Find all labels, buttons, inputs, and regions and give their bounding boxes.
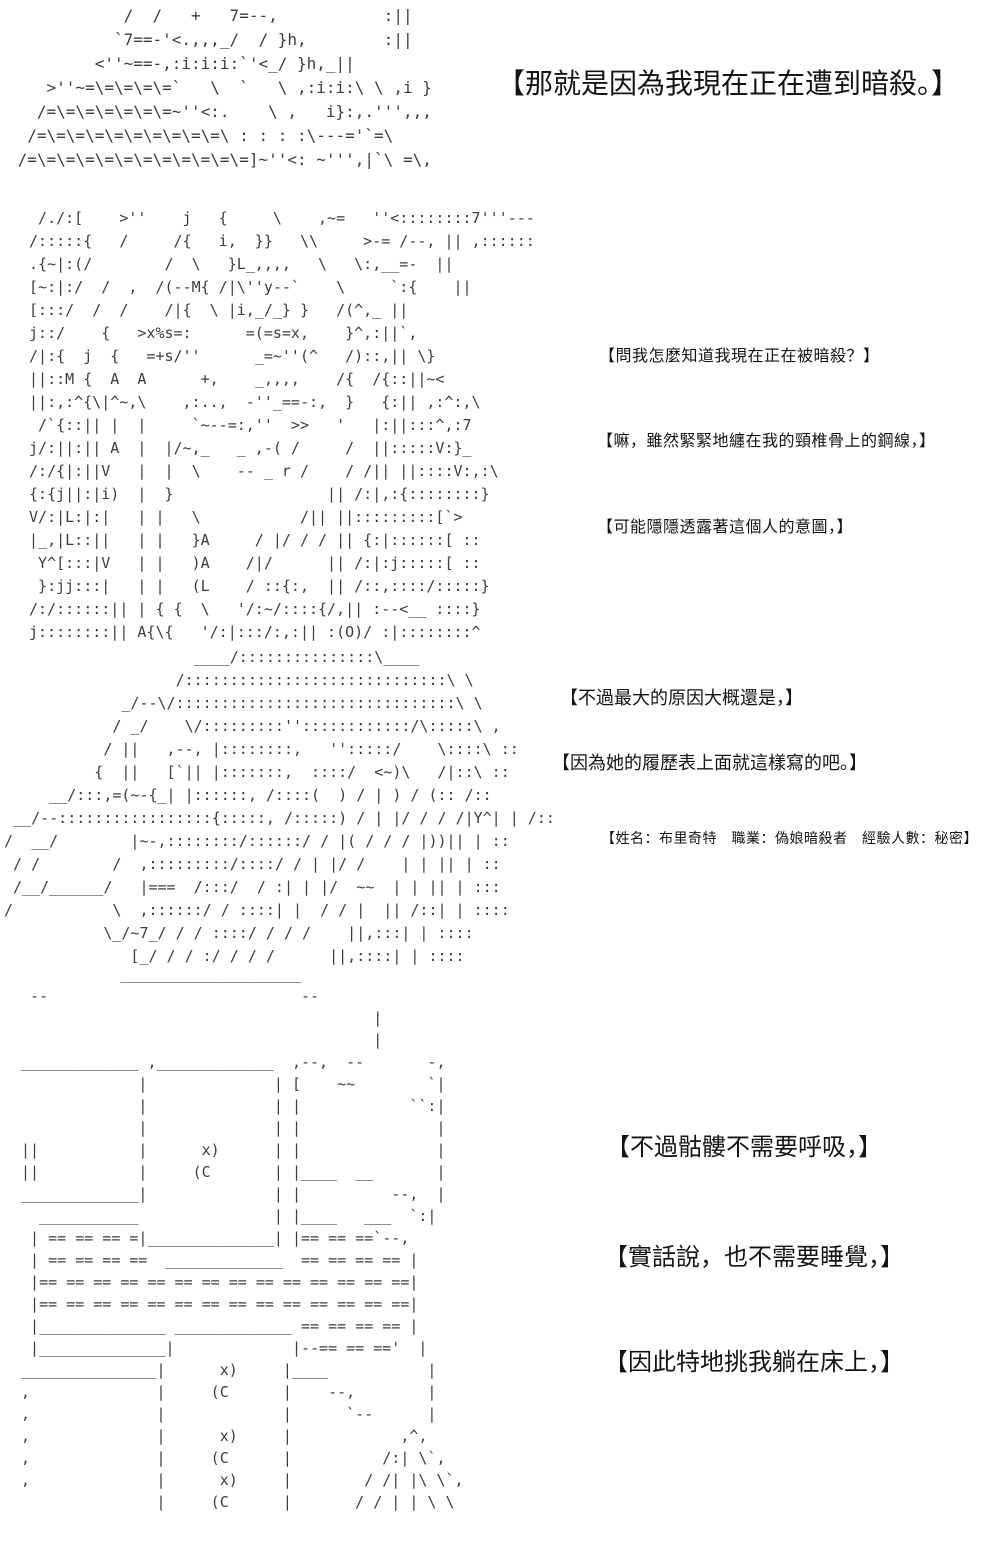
dialogue-line-8: 【實話說，也不需要睡覺，】: [604, 1245, 904, 1271]
dialogue-line-7: 【不過骷髏不需要呼吸，】: [606, 1135, 882, 1161]
dialogue-line-3: 【嘛，雖然緊緊地纏在我的頸椎骨上的鋼線，】: [597, 433, 936, 450]
ascii-art-sniper: ____/:::::::::::::::\____ /:::::::::::::…: [4, 648, 555, 965]
dialogue-line-2: 【問我怎麼知道我現在正在被暗殺？】: [599, 348, 880, 365]
dialogue-line-profile: 【姓名：布里奇特 職業：偽娘暗殺者 經驗人數：秘密】: [601, 832, 978, 847]
dialogue-line-5: 【不過最大的原因大概還是，】: [560, 688, 803, 708]
ascii-art-hair-top: / / + 7=--, :|| `7==-'<.,,,_/ / }h, :|| …: [17, 6, 432, 169]
ascii-art-bedroom: ____________________ -- -- | | _________…: [21, 965, 464, 1511]
dialogue-line-1: 【那就是因為我現在正在遭到暗殺。】: [497, 69, 960, 100]
dialogue-line-6: 【因為她的履歷表上面就這樣寫的吧。】: [552, 753, 867, 773]
ascii-art-face: /./:[ >'' j { \ ,~= ''<::::::::7'''--- /…: [29, 209, 535, 641]
dialogue-line-4: 【可能隱隱透露著這個人的意圖，】: [597, 519, 854, 536]
dialogue-line-9: 【因此特地挑我躺在床上，】: [604, 1350, 904, 1376]
